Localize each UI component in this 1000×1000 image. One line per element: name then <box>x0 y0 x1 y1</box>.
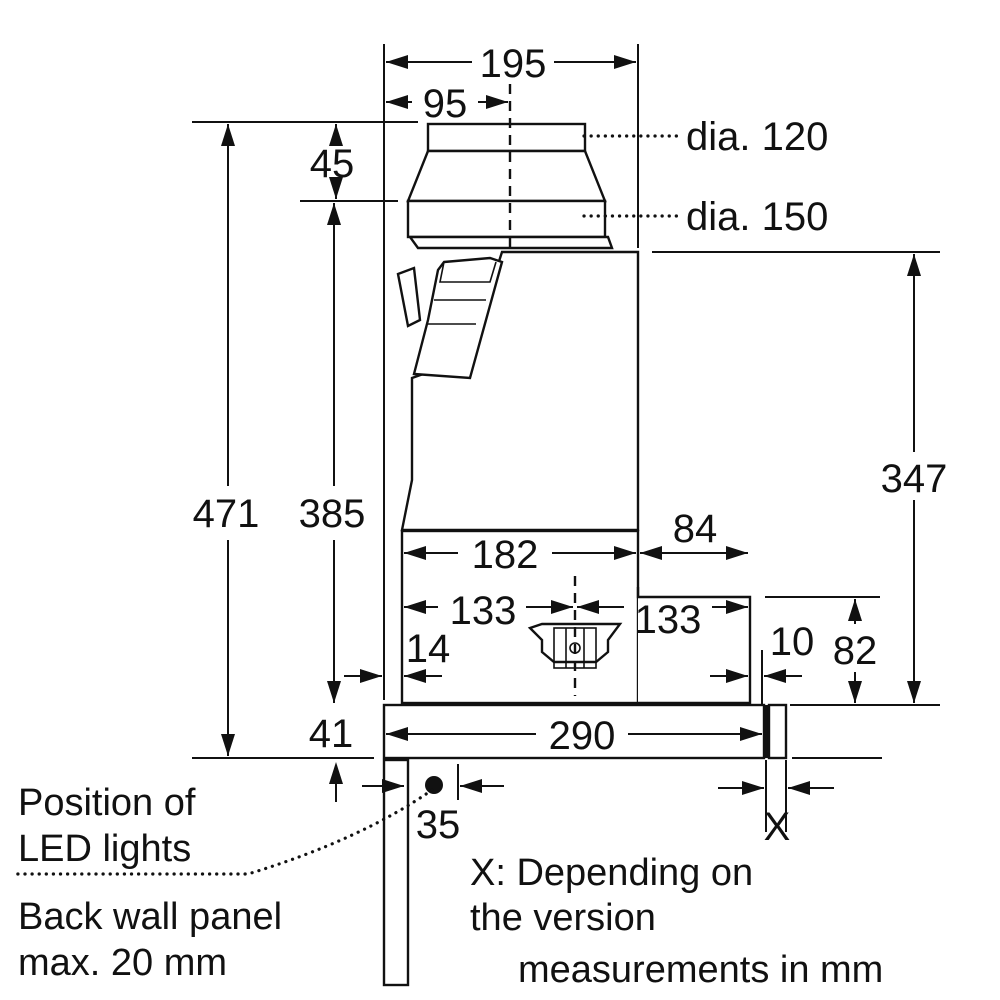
dim-14: 14 <box>406 627 451 671</box>
rear-bracket <box>396 266 422 328</box>
dimension-values: 195 95 45 471 385 347 182 84 133 133 14 … <box>193 42 948 849</box>
dimension-lines <box>221 55 921 802</box>
dim-385: 385 <box>299 492 366 536</box>
dim-84: 84 <box>673 507 718 551</box>
side-flap <box>412 256 504 380</box>
dim-347: 347 <box>881 457 948 501</box>
centerlines <box>508 84 577 696</box>
dim-290: 290 <box>549 714 616 758</box>
dim-471: 471 <box>193 492 260 536</box>
dim-45: 45 <box>310 142 355 186</box>
duct-spigot <box>426 122 587 153</box>
telescopic-extension <box>636 587 752 705</box>
dim-95: 95 <box>423 82 468 126</box>
extension-lines <box>192 44 940 832</box>
led-light <box>425 776 443 794</box>
note-x-line2: the version <box>470 897 656 939</box>
dim-182: 182 <box>472 533 539 577</box>
dim-195: 195 <box>480 42 547 86</box>
dim-133-left: 133 <box>450 589 517 633</box>
dim-35: 35 <box>416 803 461 847</box>
back-wall-panel <box>382 758 410 987</box>
label-led-line2: LED lights <box>18 828 191 870</box>
dim-133-right: 133 <box>635 598 702 642</box>
note-x-line1: X: Depending on <box>470 852 753 894</box>
leader-lines <box>14 134 680 876</box>
dim-82: 82 <box>833 629 878 673</box>
label-dia-150: dia. 150 <box>686 195 828 239</box>
notes: dia. 120 dia. 150 Position of LED lights… <box>18 115 883 991</box>
label-dia-120: dia. 120 <box>686 115 828 159</box>
note-units: measurements in mm <box>518 949 883 991</box>
label-wall-line2: max. 20 mm <box>18 942 227 984</box>
dim-x: X <box>764 805 791 849</box>
duct-collar <box>406 199 607 239</box>
hood-body <box>382 122 788 987</box>
label-wall-line1: Back wall panel <box>18 896 282 938</box>
filter-clip-icon <box>527 622 623 669</box>
dim-41: 41 <box>309 712 354 756</box>
lower-body <box>400 529 640 705</box>
duct-reducer <box>406 149 607 203</box>
label-led-line1: Position of <box>18 782 196 824</box>
dim-10: 10 <box>770 620 815 664</box>
